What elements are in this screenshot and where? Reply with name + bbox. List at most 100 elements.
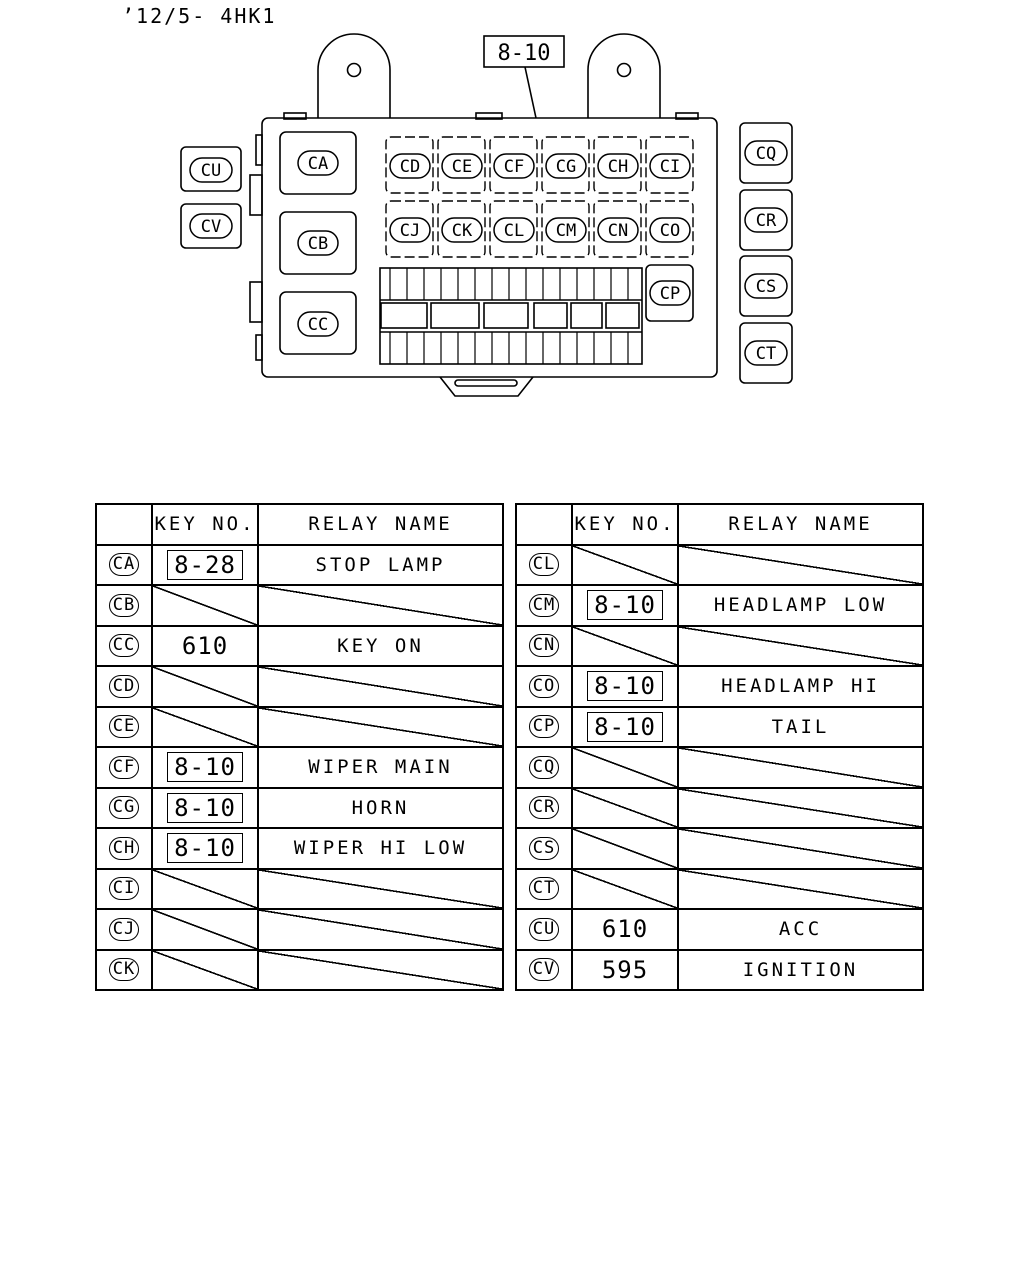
relay-name-value: HEADLAMP HI [721,675,880,698]
relay-name-value: HEADLAMP LOW [713,594,888,617]
relay-name-cell: WIPER HI LOW [257,827,504,870]
table-row: CL [515,543,924,586]
header-relay-name: RELAY NAME [677,503,924,546]
relay-id-cell: CE [95,705,153,748]
relay-id-label: CN [528,634,560,658]
relay-id-cell: CK [95,948,153,991]
diagram-label-ct: CT [756,344,776,364]
key-no-cell: 8-28 [151,543,259,586]
relay-id-label: CD [108,674,140,698]
relay-id-cell: CP [515,705,573,748]
mounting-ear-left [317,33,391,118]
diagram-label-cj: CJ [400,221,420,241]
key-no-cell [571,827,679,870]
callout-box [483,35,565,68]
relay-name-value: KEY ON [337,634,424,657]
diagram-label-cc: CC [308,315,328,335]
table-row: CF 8-10 WIPER MAIN [95,746,504,789]
table-row: CO 8-10 HEADLAMP HI [515,665,924,708]
diagram-label-co: CO [660,221,680,241]
key-no-value: 8-10 [167,792,243,823]
key-no-cell: 8-10 [571,705,679,748]
key-no-cell [151,665,259,708]
key-no-value: 610 [181,631,229,660]
relay-name-cell: IGNITION [677,948,924,991]
relay-name-cell: STOP LAMP [257,543,504,586]
relay-id-label: CI [108,877,140,901]
relay-id-cell: CS [515,827,573,870]
diagram-label-ce: CE [452,157,472,177]
relay-id-cell: CT [515,867,573,910]
key-no-value: 8-10 [167,752,243,783]
table-row: CR [515,786,924,829]
relay-id-cell: CM [515,584,573,627]
key-no-cell: 8-10 [151,746,259,789]
relay-name-cell: ACC [677,908,924,951]
relay-id-cell: CU [515,908,573,951]
relay-name-cell [677,543,924,586]
header-key-no: KEY NO. [571,503,679,546]
diagram-label-ck: CK [452,221,473,241]
relay-id-label: CM [528,593,560,617]
key-no-cell [151,867,259,910]
relay-name-value: WIPER HI LOW [293,837,468,860]
table-row: CP 8-10 TAIL [515,705,924,748]
relay-id-label: CG [108,796,140,820]
relay-name-cell [257,584,504,627]
diagram-label-cd: CD [400,157,420,177]
table-row: CE [95,705,504,748]
relay-name-cell [257,948,504,991]
relay-box-housing [261,117,718,378]
callout-key-text: 8-10 [498,41,551,66]
key-no-cell: 8-10 [571,584,679,627]
relay-id-cell: CG [95,786,153,829]
relay-name-value: WIPER MAIN [308,756,453,779]
relay-id-label: CS [528,836,560,860]
table-row: CD [95,665,504,708]
key-no-value: 8-28 [167,549,243,580]
relay-name-cell: TAIL [677,705,924,748]
diagram-label-cp: CP [660,284,680,304]
relay-id-cell: CL [515,543,573,586]
header-id-cell [95,503,153,546]
table-row: CV 595 IGNITION [515,948,924,991]
table-row: CJ [95,908,504,951]
relay-id-cell: CB [95,584,153,627]
key-no-cell [151,705,259,748]
table-header-row: KEY NO. RELAY NAME [95,503,504,546]
relay-name-value: TAIL [771,715,830,738]
relay-id-cell: CI [95,867,153,910]
key-no-cell [151,948,259,991]
diagram-label-cu: CU [201,161,221,181]
key-no-cell: 610 [571,908,679,951]
table-row: CG 8-10 HORN [95,786,504,829]
table-row: CS [515,827,924,870]
diagram-label-cs: CS [756,277,776,297]
relay-name-cell: WIPER MAIN [257,746,504,789]
relay-id-label: CF [108,755,140,779]
key-no-cell: 8-10 [571,665,679,708]
key-no-cell [571,786,679,829]
key-no-value: 8-10 [587,590,663,621]
relay-id-label: CH [108,836,140,860]
relay-id-label: CJ [108,917,140,941]
relay-name-cell [257,665,504,708]
relay-name-cell [677,624,924,667]
key-no-value: 595 [601,955,649,984]
table-row: CC 610 KEY ON [95,624,504,667]
key-no-cell: 8-10 [151,786,259,829]
header-key-no: KEY NO. [151,503,259,546]
table-row: CT [515,867,924,910]
table-row: CK [95,948,504,991]
key-no-value: 8-10 [587,711,663,742]
relay-table-right: KEY NO. RELAY NAME CL CM 8-10 HEADLAMP LOW C… [515,503,924,991]
relay-id-label: CO [528,674,560,698]
relay-id-label: CV [528,958,560,982]
relay-id-cell: CJ [95,908,153,951]
header-relay-name: RELAY NAME [257,503,504,546]
relay-name-cell: HORN [257,786,504,829]
relay-name-cell: HEADLAMP HI [677,665,924,708]
relay-id-label: CC [108,634,140,658]
